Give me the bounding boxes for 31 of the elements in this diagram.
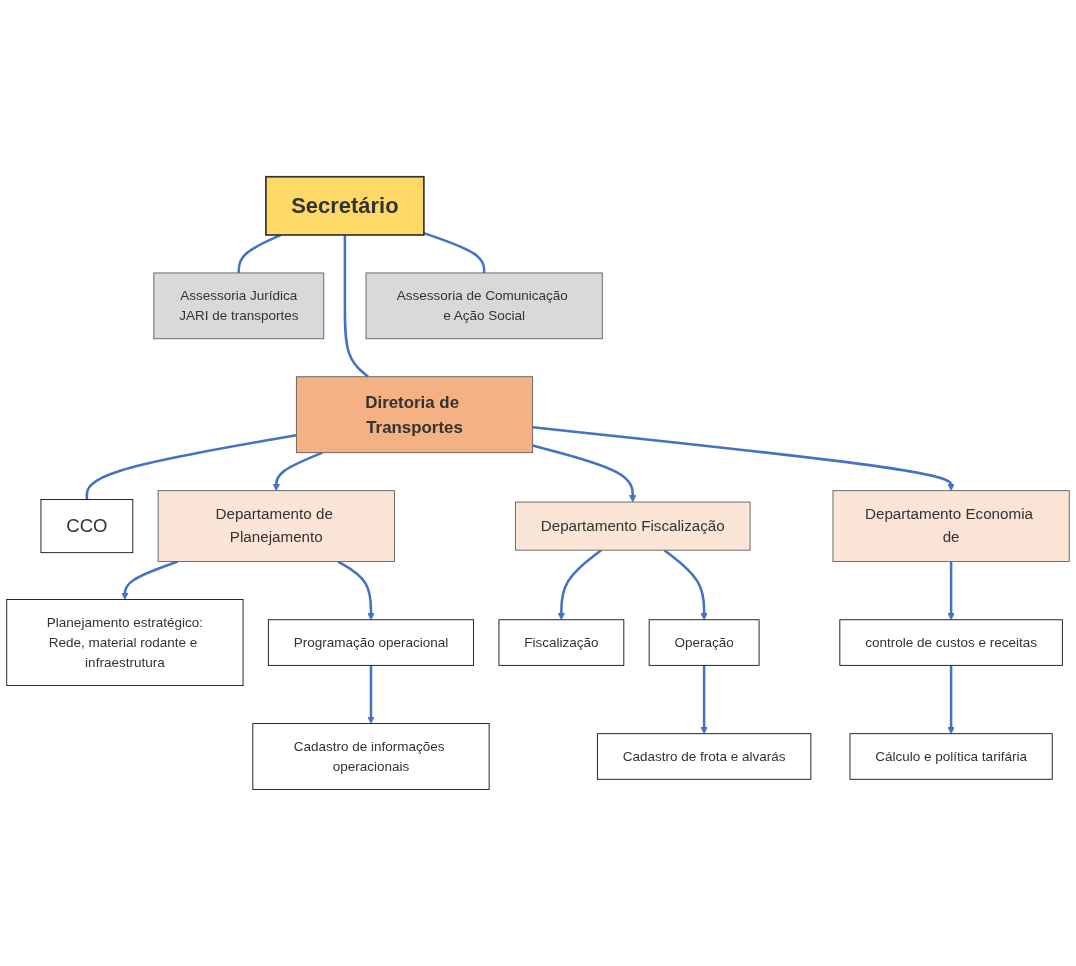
arrow xyxy=(121,560,179,600)
connector xyxy=(237,233,282,273)
node-box: Assessoria Jurídica JARI de transportes xyxy=(153,272,325,340)
node-box: Cálculo e política tarifária xyxy=(849,733,1053,780)
arrow xyxy=(663,549,708,621)
connector xyxy=(85,433,297,500)
arrow xyxy=(532,425,955,491)
node-box: Cadastro de frota e alvarás xyxy=(596,733,812,780)
node-box: Departamento Economia de xyxy=(832,490,1070,562)
node-box: Departamento de Planejamento xyxy=(157,490,395,562)
arrow xyxy=(337,560,375,621)
arrow xyxy=(557,549,602,621)
arrow xyxy=(700,665,708,734)
connector xyxy=(423,231,486,273)
node-box: Diretoria de Transportes xyxy=(295,376,534,454)
arrow xyxy=(947,665,955,734)
connector xyxy=(343,234,369,378)
node-box: Planejamento estratégico: Rede, material rodante e infraestrutura xyxy=(6,599,244,686)
node-box: Fiscalização xyxy=(498,619,625,666)
node-box: Departamento Fiscalização xyxy=(515,501,751,551)
arrow xyxy=(367,665,375,724)
node-box: Cadastro de informações operacionais xyxy=(252,723,490,790)
arrow xyxy=(947,561,955,621)
arrow xyxy=(272,451,323,491)
node-box: Secretário xyxy=(265,175,425,236)
node-box: Programação operacional xyxy=(267,619,475,666)
node-box: CCO xyxy=(40,499,134,554)
node-box: Assessoria de Comunicação e Ação Social xyxy=(365,272,603,340)
node-box: controle de custos e receitas xyxy=(839,619,1063,666)
arrow xyxy=(532,444,637,503)
node-box: Operação xyxy=(648,619,760,666)
